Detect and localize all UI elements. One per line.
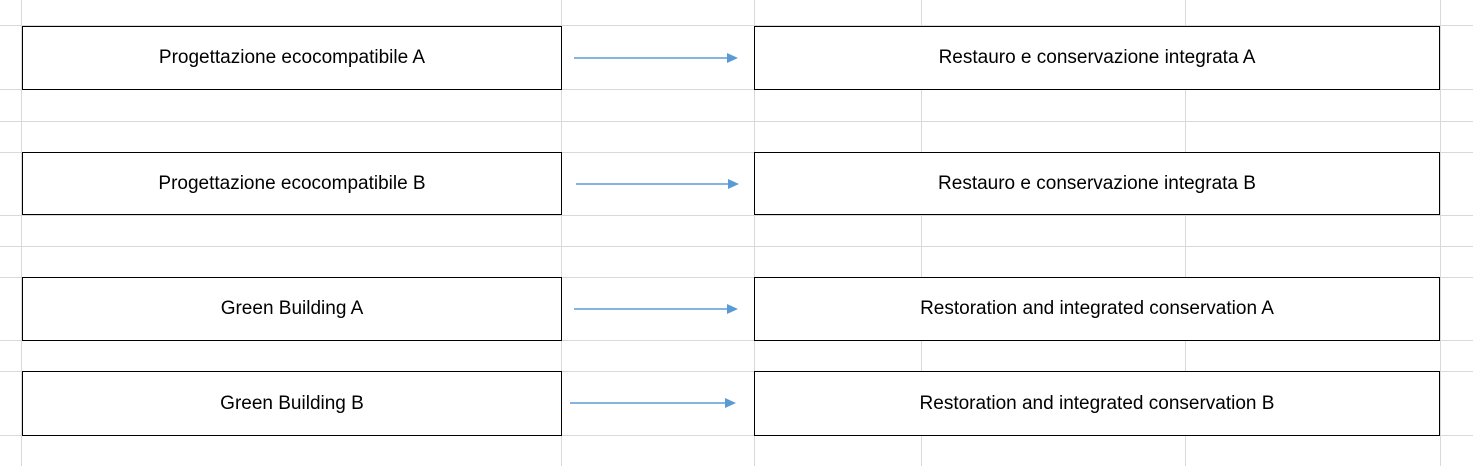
right-box-label: Restoration and integrated conservation …	[919, 392, 1275, 414]
right-box-label: Restoration and integrated conservation …	[920, 298, 1274, 319]
right-box-label: Restauro e conservazione integrata B	[938, 172, 1256, 194]
arrow-row-2	[576, 179, 739, 189]
arrow-row-4	[570, 398, 736, 408]
left-box-row-4: Green Building B	[22, 371, 562, 436]
left-box-label: Green Building A	[220, 298, 364, 319]
right-box-row-4: Restoration and integrated conservation …	[754, 371, 1440, 436]
arrow-row-1	[574, 53, 738, 63]
left-box-label: Green Building B	[220, 392, 364, 414]
left-box-row-1: Progettazione ecocompatibile A	[22, 26, 562, 90]
left-box-label: Progettazione ecocompatibile A	[158, 47, 426, 68]
right-box-row-2: Restauro e conservazione integrata B	[754, 152, 1440, 215]
left-box-row-2: Progettazione ecocompatibile B	[22, 152, 562, 215]
right-box-row-1: Restauro e conservazione integrata A	[754, 26, 1440, 90]
arrow-row-3	[574, 304, 738, 314]
left-box-label: Progettazione ecocompatibile B	[158, 172, 426, 194]
right-box-label: Restauro e conservazione integrata A	[938, 47, 1256, 68]
left-box-row-3: Green Building A	[22, 277, 562, 341]
right-box-row-3: Restoration and integrated conservation …	[754, 277, 1440, 341]
